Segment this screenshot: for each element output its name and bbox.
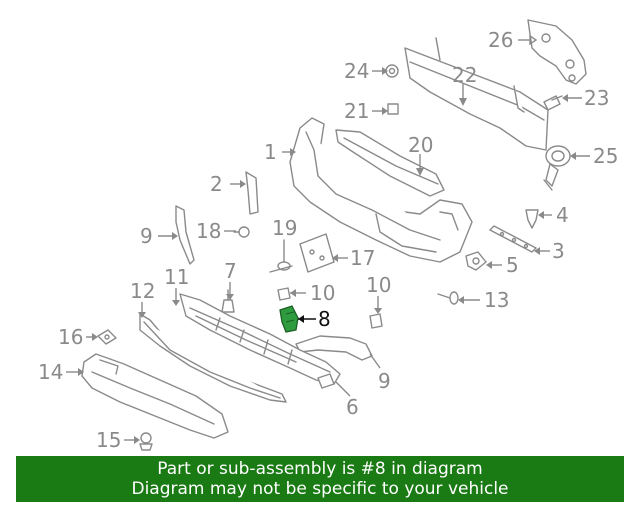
callout-18: 18 xyxy=(196,219,221,243)
part-2-side-bracket xyxy=(245,171,259,215)
callout-9-upper: 9 xyxy=(140,224,153,248)
callout-23: 23 xyxy=(584,86,609,110)
callout-6: 6 xyxy=(346,395,359,419)
callout-26: 26 xyxy=(488,28,513,52)
part-1-bumper-cover xyxy=(289,117,473,263)
part-12-lip-spoiler xyxy=(139,313,287,403)
callout-24: 24 xyxy=(344,59,369,83)
part-25-tow-hook xyxy=(543,145,571,191)
part-17-license-bracket xyxy=(299,233,335,273)
part-3-retainer-strip xyxy=(489,225,537,253)
callout-3: 3 xyxy=(552,239,565,263)
callout-12: 12 xyxy=(130,279,155,303)
part-26-mount-bracket xyxy=(527,19,587,85)
banner-line-2: Diagram may not be specific to your vehi… xyxy=(131,479,509,499)
part-4-clip xyxy=(525,209,539,229)
part-24-nut xyxy=(385,64,399,78)
callout-7: 7 xyxy=(224,259,237,283)
callout-21: 21 xyxy=(344,99,369,123)
part-9-left-bracket xyxy=(175,205,195,265)
callout-4: 4 xyxy=(556,203,569,227)
part-10-lower-clip xyxy=(369,313,383,329)
part-10-upper-clip xyxy=(277,287,291,301)
callout-16: 16 xyxy=(58,325,83,349)
callout-2: 2 xyxy=(210,172,223,196)
callout-10-lower: 10 xyxy=(366,273,391,297)
callout-5: 5 xyxy=(506,253,519,277)
part-16-clip xyxy=(97,329,117,345)
part-5-sensor-bracket xyxy=(465,251,487,271)
callout-25: 25 xyxy=(593,144,618,168)
part-19-stud xyxy=(269,239,293,273)
callout-10-upper: 10 xyxy=(310,281,335,305)
callout-14: 14 xyxy=(38,360,63,384)
part-21-clip xyxy=(387,103,399,115)
part-7-clip xyxy=(221,289,235,313)
part-18-screw xyxy=(233,226,250,238)
part-15-fastener xyxy=(139,432,153,451)
part-8-highlighted xyxy=(279,305,299,333)
info-banner: Part or sub-assembly is #8 in diagram Di… xyxy=(16,456,624,502)
callout-17: 17 xyxy=(350,246,375,270)
callout-1: 1 xyxy=(264,140,277,164)
part-11-lower-grille xyxy=(179,293,341,385)
part-6-clip xyxy=(317,373,335,389)
callout-8: 8 xyxy=(318,307,331,331)
part-20-energy-absorber xyxy=(335,129,445,197)
part-13-bolt xyxy=(437,291,459,305)
callout-19: 19 xyxy=(272,216,297,240)
banner-line-1: Part or sub-assembly is #8 in diagram xyxy=(157,459,483,479)
part-14-skid-plate xyxy=(81,353,229,439)
callout-11: 11 xyxy=(164,265,189,289)
part-23-bolt xyxy=(543,95,563,111)
part-9-right-bracket xyxy=(295,335,373,361)
callout-15: 15 xyxy=(96,428,121,452)
callout-22: 22 xyxy=(452,63,477,87)
part-22-reinforcement-bar xyxy=(404,37,549,151)
callout-9-lower: 9 xyxy=(378,369,391,393)
callout-13: 13 xyxy=(484,288,509,312)
callout-20: 20 xyxy=(408,133,433,157)
